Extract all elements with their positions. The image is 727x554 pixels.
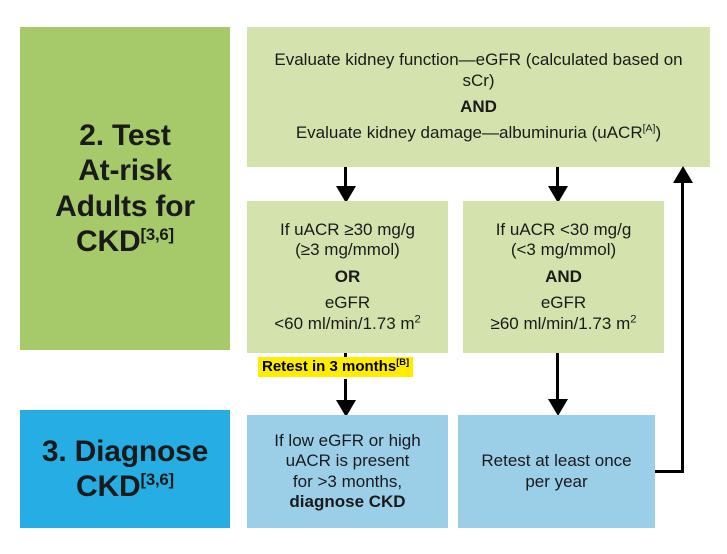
retest-footnote-b: [B] [396,357,410,367]
retest-label-text: Retest in 3 months [262,358,397,375]
branch-right-line3: eGFR [540,293,587,313]
branch-right-bsa-exponent: 2 [630,312,637,325]
stage2-line4: CKD[3,6] [76,224,174,259]
arrowhead-feedback-loop-to-evaluate [673,166,693,183]
evaluate-damage-text: Evaluate kidney damage—albuminuria (uACR [295,123,643,143]
uacr-footnote-a: [A] [642,122,656,135]
evaluate-damage-line: Evaluate kidney damage—albuminuria (uACR… [296,123,661,143]
flow-box-evaluate-kidney: Evaluate kidney function—eGFR (calculate… [247,27,710,167]
stage3-reference: [3,6] [140,470,174,489]
flow-box-branch-normal-uacr: If uACR <30 mg/g (<3 mg/mmol) AND eGFR ≥… [463,201,664,353]
outcome-left-line3: for >3 months, [292,471,403,491]
branch-left-line1: If uACR ≥30 mg/g [280,220,415,240]
branch-left-connector-or: OR [334,266,361,286]
branch-right-connector-and: AND [545,266,582,286]
branch-left-line3: eGFR [324,293,371,313]
arrowhead-retest-to-outcome-left [336,400,356,417]
arrowhead-right-branch-to-outcome-right [548,399,568,416]
stage3-line2: CKD[3,6] [76,469,174,504]
branch-right-line4: ≥60 ml/min/1.73 m2 [490,312,637,334]
outcome-left-line2: uACR is present [285,451,410,471]
branch-right-line1: If uACR <30 mg/g [495,220,632,240]
stage2-line4-text: CKD [76,224,141,258]
stage3-line2-text: CKD [76,470,141,503]
outcome-right-line2: per year [525,471,588,491]
retest-in-3-months-label: Retest in 3 months[B] [258,357,414,377]
connector-right-branch-to-outcome-right [556,353,559,402]
outcome-left-line4: diagnose CKD [289,491,406,511]
evaluate-function-line: Evaluate kidney function—eGFR (calculate… [274,50,683,90]
connector-retest-label-to-outcome-left [344,379,347,403]
stage3-line1: 3. Diagnose [41,434,209,468]
branch-left-line2: (≥3 mg/mmol) [295,240,400,260]
branch-left-line4: <60 ml/min/1.73 m2 [274,312,421,334]
evaluate-connector-and: AND [460,97,497,116]
branch-left-line4-text: <60 ml/min/1.73 m [274,313,415,333]
feedback-loop-horizontal-segment [655,470,684,473]
arrowhead-evaluate-to-left-branch [336,186,356,203]
stage2-line1: 2. Test [79,118,171,152]
outcome-right-line1: Retest at least once [481,451,632,471]
stage2-line3: Adults for [55,189,195,223]
branch-left-bsa-exponent: 2 [414,312,421,325]
outcome-left-line1: If low eGFR or high [274,430,421,450]
flow-box-outcome-retest-yearly: Retest at least once per year [458,415,655,528]
branch-right-line2: (<3 mg/mmol) [510,240,617,260]
flow-box-outcome-diagnose-ckd: If low eGFR or high uACR is present for … [247,415,448,528]
stage2-reference: [3,6] [140,224,174,244]
flow-box-branch-high-uacr: If uACR ≥30 mg/g (≥3 mg/mmol) OR eGFR <6… [247,201,448,353]
branch-right-line4-text: ≥60 ml/min/1.73 m [490,313,631,333]
arrowhead-evaluate-to-right-branch [548,186,568,203]
connector-evaluate-to-left-branch [344,167,347,189]
stage-box-diagnose-ckd: 3. Diagnose CKD[3,6] [20,410,230,528]
evaluate-damage-close: ) [655,123,662,143]
feedback-loop-vertical-segment [681,182,684,473]
stage-box-test-at-risk-adults: 2. Test At-risk Adults for CKD[3,6] [20,27,230,350]
stage2-line2: At-risk [78,154,172,188]
connector-evaluate-to-right-branch [556,167,559,189]
